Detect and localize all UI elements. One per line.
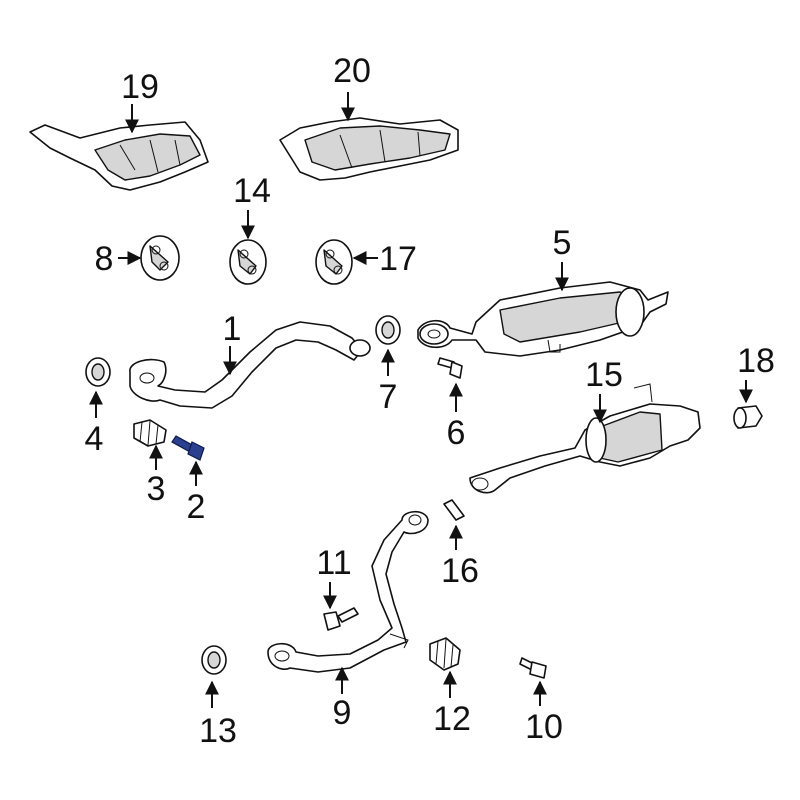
- part-15-rear-muffler[interactable]: [469, 383, 701, 494]
- callout-18: 18: [737, 342, 775, 380]
- callout-19: 19: [121, 68, 159, 106]
- callout-2: 2: [187, 488, 206, 526]
- part-1-front-pipe[interactable]: [129, 321, 371, 409]
- part-7-gasket[interactable]: [375, 315, 401, 345]
- callout-16: 16: [441, 552, 479, 590]
- callout-7: 7: [379, 378, 398, 416]
- callout-14: 14: [233, 172, 271, 210]
- callout-8: 8: [95, 240, 114, 278]
- callout-11: 11: [316, 544, 351, 582]
- part-20-heat-shield[interactable]: [279, 117, 459, 181]
- part-17-rubber-hanger[interactable]: [315, 239, 353, 285]
- callout-10: 10: [525, 708, 563, 746]
- callout-9: 9: [333, 694, 352, 732]
- part-9-center-pipe[interactable]: [267, 510, 429, 673]
- part-8-rubber-hanger[interactable]: [140, 235, 180, 281]
- part-3-spring[interactable]: [133, 419, 167, 447]
- callout-5: 5: [553, 224, 572, 262]
- part-16-gasket[interactable]: [443, 499, 465, 521]
- callout-3: 3: [147, 470, 166, 508]
- part-5-converter[interactable]: [417, 281, 669, 357]
- part-6-bolt[interactable]: [437, 357, 463, 379]
- callout-13: 13: [199, 712, 237, 750]
- callout-20: 20: [333, 52, 371, 90]
- callout-1: 1: [223, 310, 242, 348]
- callout-6: 6: [447, 414, 466, 452]
- callout-17: 17: [379, 240, 417, 278]
- part-12-spring[interactable]: [429, 637, 461, 671]
- part-14-rubber-hanger[interactable]: [229, 239, 267, 285]
- part-19-heat-shield[interactable]: [29, 121, 209, 191]
- callout-15: 15: [585, 356, 623, 394]
- part-13-gasket[interactable]: [201, 645, 227, 675]
- part-4-gasket[interactable]: [85, 357, 111, 387]
- part-10-bolt[interactable]: [519, 657, 547, 679]
- part-2-bolt-highlighted[interactable]: [171, 435, 205, 461]
- callout-4: 4: [85, 420, 104, 458]
- callout-12: 12: [433, 700, 471, 738]
- part-11-bolt[interactable]: [323, 607, 359, 631]
- part-18-exhaust-tip[interactable]: [733, 405, 763, 429]
